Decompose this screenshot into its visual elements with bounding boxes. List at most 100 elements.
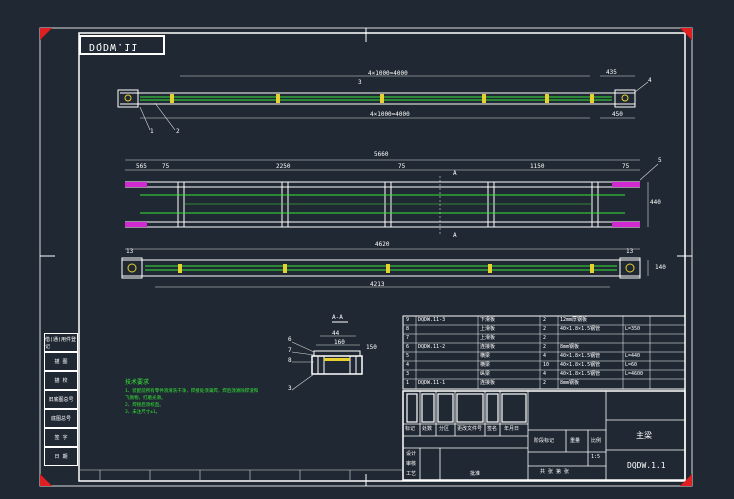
notes-line-3: 2、焊接后须校直。 bbox=[125, 403, 164, 408]
bom-cell: 2 bbox=[543, 317, 547, 323]
section-dim-1: 44 bbox=[332, 330, 340, 337]
tb-part-name: 主梁 bbox=[636, 431, 652, 440]
mid-view bbox=[125, 159, 659, 236]
tb-label-approve: 批准 bbox=[470, 471, 481, 477]
top-dim-top-left: 4×1000=4000 bbox=[368, 70, 408, 77]
bom-cell: 3 bbox=[406, 371, 410, 377]
section-dim-3: 150 bbox=[366, 344, 377, 351]
tb-label-change-doc: 更改文件号 bbox=[457, 426, 483, 432]
top-dim-bottom-right: 450 bbox=[612, 111, 623, 118]
top-callout-1: 1 bbox=[150, 128, 154, 135]
mid-dim-seg-1: 565 bbox=[136, 163, 147, 170]
bom-cell: 2 bbox=[543, 344, 547, 350]
tb-label-stage: 阶段标记 bbox=[534, 438, 555, 444]
tb-label-sign: 签名 bbox=[487, 426, 498, 432]
bom-cell: 上滑板 bbox=[480, 326, 496, 332]
tb-label-design: 设计 bbox=[406, 451, 417, 457]
bom-cell: 上滑板 bbox=[480, 335, 496, 341]
notes-line-1: 1、装配前所有零件须清洗干净，焊接处须满焊，焊后须清除焊渣和 bbox=[125, 389, 259, 394]
bom-cell: 纵梁 bbox=[480, 371, 491, 377]
bom-cell: 8mm钢板 bbox=[560, 380, 580, 386]
bom-cell: 2 bbox=[543, 335, 547, 341]
drawing-code-text: DQDW.11 bbox=[89, 41, 139, 52]
bom-cell: 横梁 bbox=[480, 362, 491, 368]
tb-label-sheets: 共 张 第 张 bbox=[540, 469, 570, 475]
bottom-dim-bottom: 4213 bbox=[370, 281, 385, 288]
bom-cell: 7 bbox=[406, 335, 410, 341]
tb-label-zone: 分区 bbox=[439, 426, 450, 432]
bom-cell: 40×1.8×1.5钢管 bbox=[560, 353, 601, 359]
bom-cell: 1 bbox=[406, 380, 410, 386]
sidebar-cell-4: 旧底图总号 bbox=[44, 390, 78, 409]
bom-cell: 4 bbox=[406, 362, 410, 368]
bom-cell: 下滑板 bbox=[480, 317, 496, 323]
mid-callout-5: 5 bbox=[658, 157, 662, 164]
sidebar-cell-5: 底图总号 bbox=[44, 409, 78, 428]
title-block bbox=[402, 390, 686, 481]
bom-cell: 9 bbox=[406, 317, 410, 323]
section-callout-3: 3 bbox=[288, 385, 292, 392]
bottom-dim-side: 140 bbox=[655, 264, 666, 271]
bom-cell: L=440 bbox=[625, 353, 641, 359]
bom-cell: 2 bbox=[543, 380, 547, 386]
bom-cell: 5 bbox=[406, 353, 410, 359]
bom-cell: 6 bbox=[406, 344, 410, 350]
bom-cell: L=350 bbox=[625, 326, 641, 332]
mid-section-mark-top: A bbox=[453, 170, 457, 177]
notes-line-4: 3、未注尺寸±1。 bbox=[125, 410, 161, 415]
bom-cell: L=4600 bbox=[625, 371, 644, 377]
sidebar-cell-7: 日 期 bbox=[44, 447, 78, 466]
bom-cell: DQDW.11-2 bbox=[418, 344, 446, 350]
bom-cell: DQDW.11-3 bbox=[418, 317, 446, 323]
tb-label-scale: 比例 bbox=[591, 438, 602, 444]
bom-cell: DQDW.11-1 bbox=[418, 380, 446, 386]
bom-cell: 连接板 bbox=[480, 344, 496, 350]
top-callout-4: 4 bbox=[648, 77, 652, 84]
top-callout-3: 3 bbox=[358, 79, 362, 86]
bom-cell: 40×1.8×1.5钢管 bbox=[560, 371, 601, 377]
bottom-view bbox=[121, 248, 649, 288]
bom-cell: 4 bbox=[543, 371, 547, 377]
tb-drawing-code: DQDW.1.1 bbox=[627, 461, 666, 470]
bottom-callout-right: 13 bbox=[626, 248, 634, 255]
mid-dim-side: 440 bbox=[650, 199, 661, 206]
top-dim-bottom: 4×1000=4000 bbox=[370, 111, 410, 118]
tb-label-weight: 重量 bbox=[570, 438, 581, 444]
tb-label-date: 年月日 bbox=[504, 426, 520, 432]
tb-label-review: 审核 bbox=[406, 461, 417, 467]
section-callout-6: 6 bbox=[288, 336, 292, 343]
notes-title: 技术要求 bbox=[125, 379, 150, 386]
bom-cell: 40×1.8×1.5钢管 bbox=[560, 362, 601, 368]
mid-dim-seg-6: 75 bbox=[622, 163, 630, 170]
mid-dim-seg-5: 1150 bbox=[530, 163, 545, 170]
tb-label-mark: 标记 bbox=[405, 426, 416, 432]
sidebar-cell-2: 描 图 bbox=[44, 352, 78, 371]
section-label: A-A bbox=[332, 314, 343, 321]
notes-line-2: 飞溅物，打磨光滑。 bbox=[125, 396, 166, 401]
mid-dim-seg-3: 2250 bbox=[276, 163, 291, 170]
section-callout-8: 8 bbox=[288, 357, 292, 364]
bom-cell: 12mm厚钢板 bbox=[560, 317, 588, 323]
bottom-dim-top: 4620 bbox=[375, 241, 390, 248]
top-callout-2: 2 bbox=[176, 128, 180, 135]
bom-cell: 4 bbox=[543, 353, 547, 359]
mid-dim-seg-4: 75 bbox=[398, 163, 406, 170]
bom-cell: 8mm钢板 bbox=[560, 344, 580, 350]
sidebar-cell-6: 签 字 bbox=[44, 428, 78, 447]
bom-cell: 8 bbox=[406, 326, 410, 332]
bom-cell: 横梁 bbox=[480, 353, 491, 359]
top-dim-top-right: 435 bbox=[606, 69, 617, 76]
tb-label-process: 工艺 bbox=[406, 471, 417, 477]
section-a-a bbox=[291, 321, 363, 391]
bom-cell: 连接板 bbox=[480, 380, 496, 386]
bom-cell: 2 bbox=[543, 326, 547, 332]
mid-section-mark-bottom: A bbox=[453, 232, 457, 239]
bottom-callout-left: 13 bbox=[126, 248, 134, 255]
bom-cell: L=60 bbox=[625, 362, 638, 368]
section-dim-2: 160 bbox=[334, 339, 345, 346]
mid-dim-seg-2: 75 bbox=[162, 163, 170, 170]
bom-cell: 10 bbox=[543, 362, 550, 368]
tb-label-count: 处数 bbox=[422, 426, 433, 432]
tb-scale-value: 1:5 bbox=[591, 454, 601, 460]
